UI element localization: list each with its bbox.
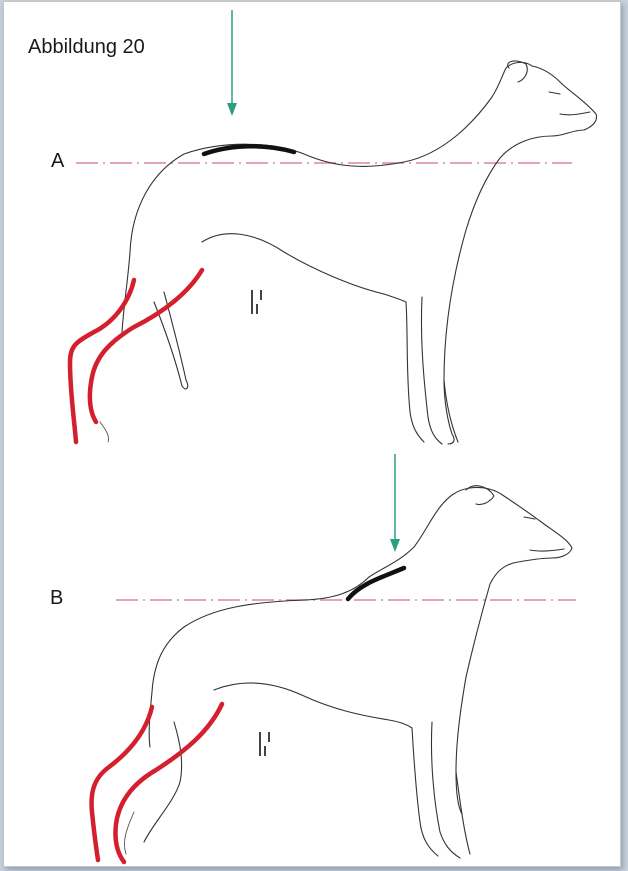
- dog-b-hind-leg-red-1: [92, 707, 152, 860]
- dog-a-back-highlight: [204, 146, 294, 154]
- arrow-a: [227, 10, 237, 116]
- dog-b-mouth: [530, 549, 564, 551]
- dog-b-body: [149, 487, 572, 814]
- dog-illustrations: [4, 2, 620, 866]
- dog-a-eye: [549, 92, 560, 94]
- dog-a-belly: [202, 234, 406, 302]
- dog-a-mouth: [560, 112, 590, 115]
- dog-a-body: [122, 62, 597, 444]
- dog-a: [70, 10, 597, 444]
- dog-b-annotation: [259, 732, 270, 756]
- dog-b-hind-leg-red-2: [115, 704, 222, 862]
- dog-a-hind-leg-red-2: [90, 270, 202, 422]
- dog-a-front-leg-2: [421, 297, 442, 444]
- dog-b-hind-paw: [124, 812, 134, 854]
- dog-b-eye: [524, 517, 535, 519]
- dog-a-hind-leg-red-1: [70, 280, 134, 442]
- dog-b-belly: [214, 683, 412, 728]
- dog-a-annotation: [251, 290, 262, 314]
- dog-b: [92, 454, 576, 862]
- dog-a-hind-paw: [100, 422, 109, 442]
- dog-b-front-leg-2: [431, 722, 460, 858]
- arrow-b: [390, 454, 400, 552]
- dog-b-front-leg-3: [456, 772, 470, 854]
- figure-frame: Abbildung 20 A B: [3, 1, 621, 867]
